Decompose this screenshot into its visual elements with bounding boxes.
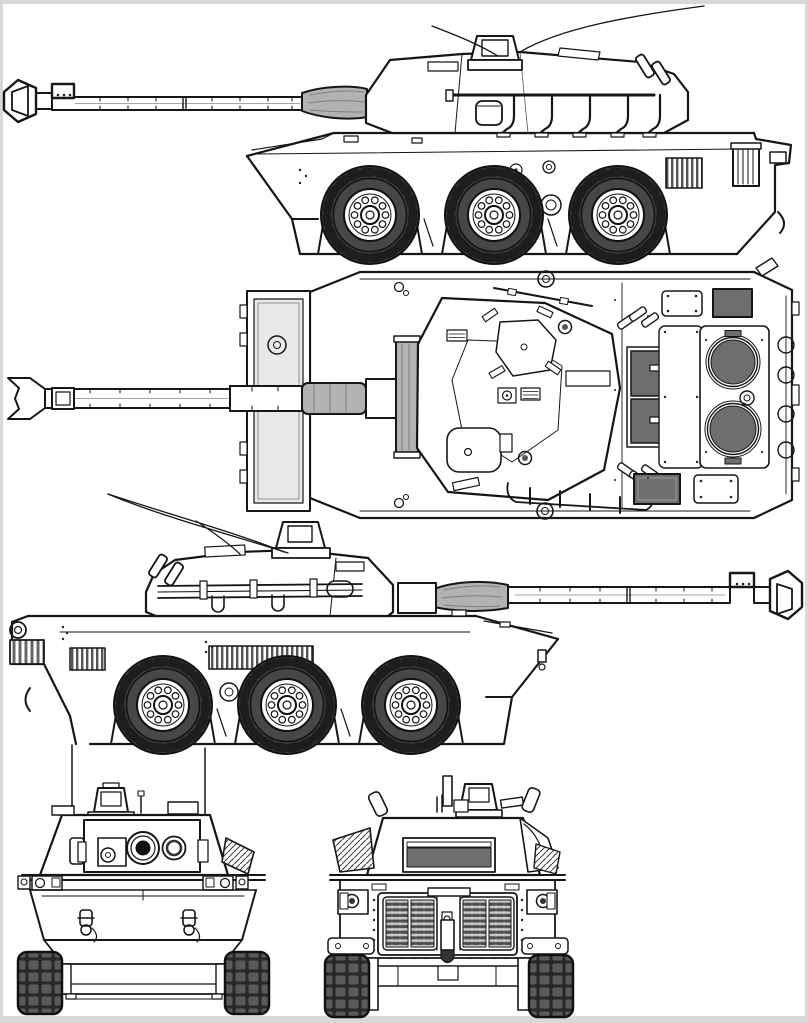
cooling-fans [699,325,770,469]
smoke-discharger [367,791,389,817]
engine-deck-plan [616,288,770,505]
gun-assembly-left [433,569,804,621]
thermal-sleeve-plan [301,382,367,415]
rear-stowage-rack [730,142,762,187]
antenna [71,744,206,819]
gun-cleaning-rods [157,578,363,613]
view-rear [323,775,575,1019]
smoke-dischargers [635,53,671,86]
turret-side-left [107,493,437,618]
road-wheel [114,656,212,754]
rail-hooks [496,93,662,138]
engine-fan [709,405,757,453]
rear-hook [24,687,31,712]
gun-assembly-right [2,78,368,124]
view-front [16,744,271,1016]
side-grille [665,157,703,189]
headlight [219,877,231,889]
antenna [519,5,705,53]
exhaust-box [630,350,664,397]
winch-drum [9,639,45,665]
smoke-dischargers [148,553,184,587]
view-side-left [9,493,804,754]
front-wheel [16,950,64,1016]
louver-grille [410,899,435,948]
louver-grille [462,899,487,948]
periscope-stem [442,775,453,807]
antenna [107,493,285,553]
hull-rear [327,874,569,1011]
smoke-discharger [521,787,541,813]
view-top-plan [7,257,800,520]
road-wheel [321,166,419,264]
front-wheel [223,950,271,1016]
antenna [107,493,289,554]
gunner-sight-block [83,819,201,873]
bustle-tarp [406,847,492,868]
louver-grille [488,899,512,948]
tow-shackle [77,909,98,943]
rear-wheel [527,953,575,1019]
turret-rear [332,799,561,877]
antenna [195,520,241,555]
engine-fan [710,339,756,385]
road-wheel [445,166,543,264]
stowage-basket [332,827,375,873]
vision-port [475,100,503,126]
antenna [431,25,499,57]
exhaust-box [630,398,664,444]
rear-wheel [323,953,371,1019]
muzzle-brake-plan [7,377,46,420]
thermal-sleeve [433,580,509,612]
gun-assembly-plan [7,335,421,459]
view-side-right [2,5,793,264]
road-wheel [362,656,460,754]
tow-ring [9,621,27,639]
louver-grille [385,899,409,948]
hull-edge-fittings [393,257,800,520]
turret-front [38,801,255,877]
commander-sight [271,521,331,559]
barrel-clamp [728,571,756,589]
gunner-hatch [446,427,513,492]
headlight [34,877,46,889]
front-bracket [537,649,547,663]
muzzle-brake [2,78,38,124]
turret-side-right [364,5,705,138]
muzzle-brake [768,569,804,621]
tow-shackle [180,909,201,943]
folded-trim-vane [61,963,226,1000]
commander-sight [467,35,523,71]
turret-plan [415,287,655,514]
tow-hook [440,919,455,964]
main-sight [126,831,160,865]
rear-grille [69,647,106,671]
road-wheel [238,656,336,754]
commander-hatch [481,305,562,379]
rear-hook [777,211,785,234]
road-wheel [569,166,667,264]
mantlet-cover [395,340,419,454]
